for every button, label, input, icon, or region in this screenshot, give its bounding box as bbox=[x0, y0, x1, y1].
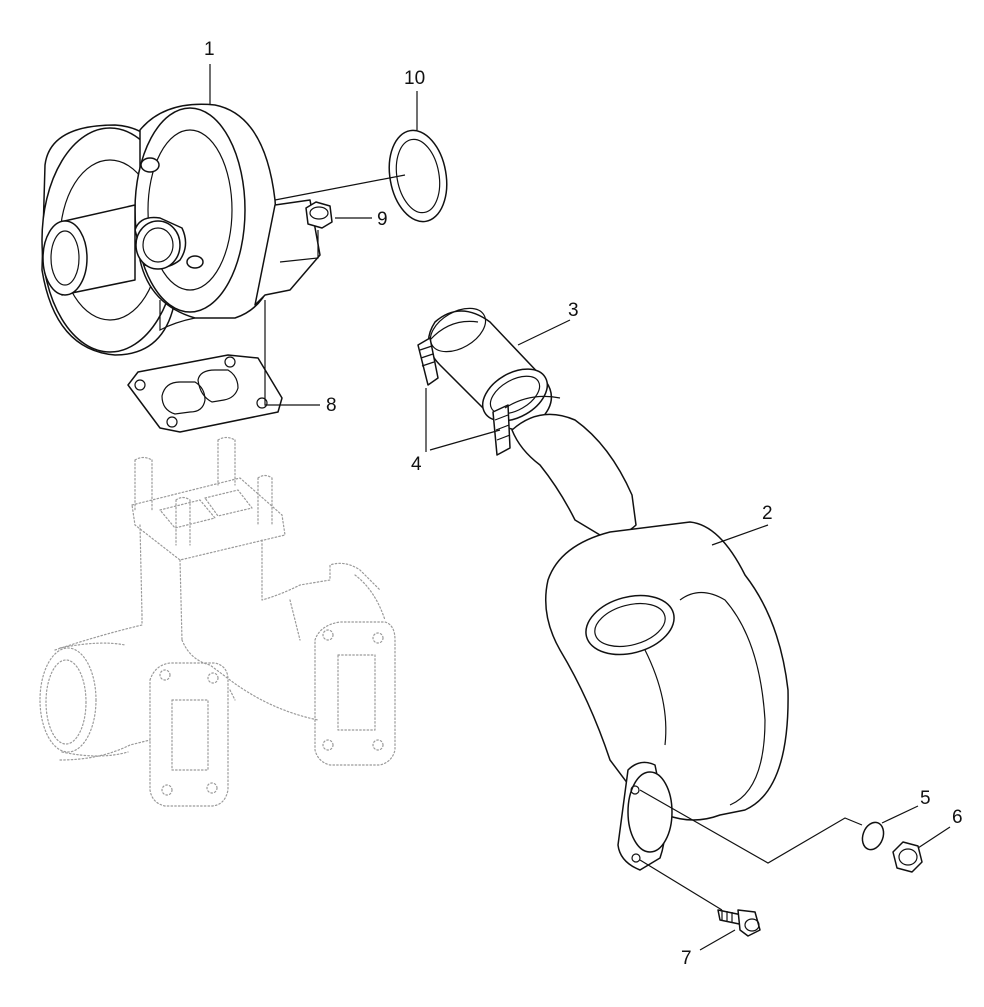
hose-clamps bbox=[417, 320, 561, 456]
callout-5: 5 bbox=[920, 788, 931, 809]
callout-10: 10 bbox=[404, 68, 425, 89]
callout-7: 7 bbox=[681, 948, 692, 969]
exhaust-manifold bbox=[39, 436, 396, 807]
leader-lines bbox=[209, 64, 951, 951]
nut-part-6 bbox=[892, 841, 923, 873]
callout-2: 2 bbox=[762, 503, 773, 524]
leader-7 bbox=[639, 859, 736, 951]
nut-part-9 bbox=[305, 201, 333, 229]
callout-1: 1 bbox=[204, 39, 215, 60]
leader-3 bbox=[517, 319, 571, 346]
callout-3: 3 bbox=[568, 300, 579, 321]
exhaust-pipe bbox=[511, 413, 789, 871]
bolt bbox=[717, 909, 761, 937]
leader-4 bbox=[425, 388, 501, 452]
callout-8: 8 bbox=[326, 395, 337, 416]
callouts: 1 2 3 4 5 6 7 8 9 10 bbox=[204, 39, 963, 969]
leader-10 bbox=[274, 91, 418, 201]
turbocharger bbox=[41, 103, 321, 356]
gasket bbox=[127, 354, 283, 433]
leader-8 bbox=[264, 300, 320, 406]
ring-part bbox=[388, 129, 448, 223]
leader-9b bbox=[279, 230, 319, 263]
callout-6: 6 bbox=[952, 807, 963, 828]
callout-4: 4 bbox=[411, 454, 422, 475]
leader-2 bbox=[711, 524, 769, 546]
leader-5 bbox=[639, 789, 919, 864]
hose bbox=[427, 307, 553, 431]
leader-6 bbox=[917, 826, 951, 849]
callout-9: 9 bbox=[377, 209, 388, 230]
o-ring bbox=[861, 821, 885, 851]
